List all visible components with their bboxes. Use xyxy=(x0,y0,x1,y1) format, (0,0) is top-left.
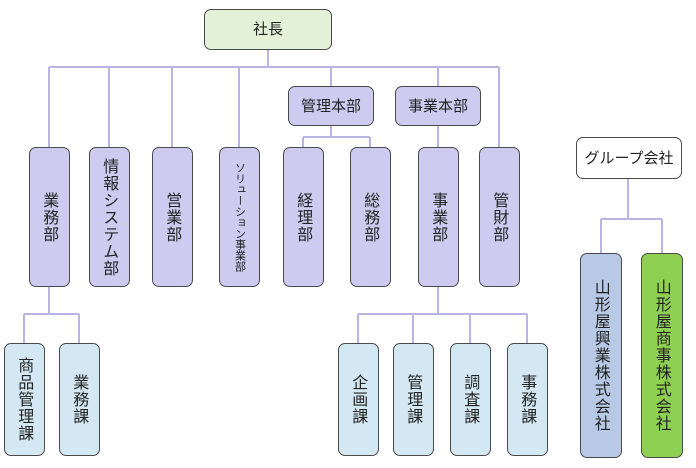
dept-jigyo: 事業部 xyxy=(418,147,459,287)
dept-joho-label: 情報システム部 xyxy=(100,157,120,277)
group-companies-box: グループ会社 xyxy=(576,137,682,179)
division-kanri-honbu: 管理本部 xyxy=(288,86,374,126)
dept-somu-label: 総務部 xyxy=(361,191,381,243)
section-kikaku-label: 企画課 xyxy=(349,374,369,425)
ceo-label: 社長 xyxy=(252,20,283,39)
dept-eigyo-label: 営業部 xyxy=(163,191,183,243)
company-kogyo-label: 山形屋興業株式会社 xyxy=(591,279,611,432)
company-kogyo: 山形屋興業株式会社 xyxy=(580,253,622,458)
section-shohin: 商品管理課 xyxy=(4,343,45,456)
dept-keiri: 経理部 xyxy=(283,147,324,287)
division-jigyo-honbu: 事業本部 xyxy=(395,86,481,126)
dept-gyomu-label: 業務部 xyxy=(40,191,60,243)
section-kanri: 管理課 xyxy=(393,343,434,456)
ceo-box: 社長 xyxy=(204,9,332,50)
dept-joho: 情報システム部 xyxy=(89,147,130,287)
company-shoji-label: 山形屋商事株式会社 xyxy=(652,279,672,432)
section-jimu: 事務課 xyxy=(507,343,548,456)
division-jigyo-honbu-label: 事業本部 xyxy=(407,96,468,115)
section-chosa: 調査課 xyxy=(450,343,491,456)
section-kikaku: 企画課 xyxy=(338,343,379,456)
dept-solution-label: ソリューション事業部 xyxy=(233,162,247,272)
section-shohin-label: 商品管理課 xyxy=(15,357,35,442)
section-gyomuka-label: 業務課 xyxy=(70,374,90,425)
dept-gyomu: 業務部 xyxy=(29,147,70,287)
dept-zaimu: 管財部 xyxy=(479,147,520,287)
dept-somu: 総務部 xyxy=(350,147,391,287)
dept-zaimu-label: 管財部 xyxy=(490,191,510,243)
dept-eigyo: 営業部 xyxy=(152,147,193,287)
division-kanri-honbu-label: 管理本部 xyxy=(300,96,361,115)
group-companies-label: グループ会社 xyxy=(584,148,674,167)
company-shoji: 山形屋商事株式会社 xyxy=(641,253,683,458)
dept-jigyo-label: 事業部 xyxy=(429,191,449,243)
section-jimu-label: 事務課 xyxy=(518,374,538,425)
section-kanri-label: 管理課 xyxy=(404,374,424,425)
dept-keiri-label: 経理部 xyxy=(294,191,314,243)
section-gyomuka: 業務課 xyxy=(59,343,100,456)
section-chosa-label: 調査課 xyxy=(461,374,481,425)
dept-solution: ソリューション事業部 xyxy=(219,147,260,287)
